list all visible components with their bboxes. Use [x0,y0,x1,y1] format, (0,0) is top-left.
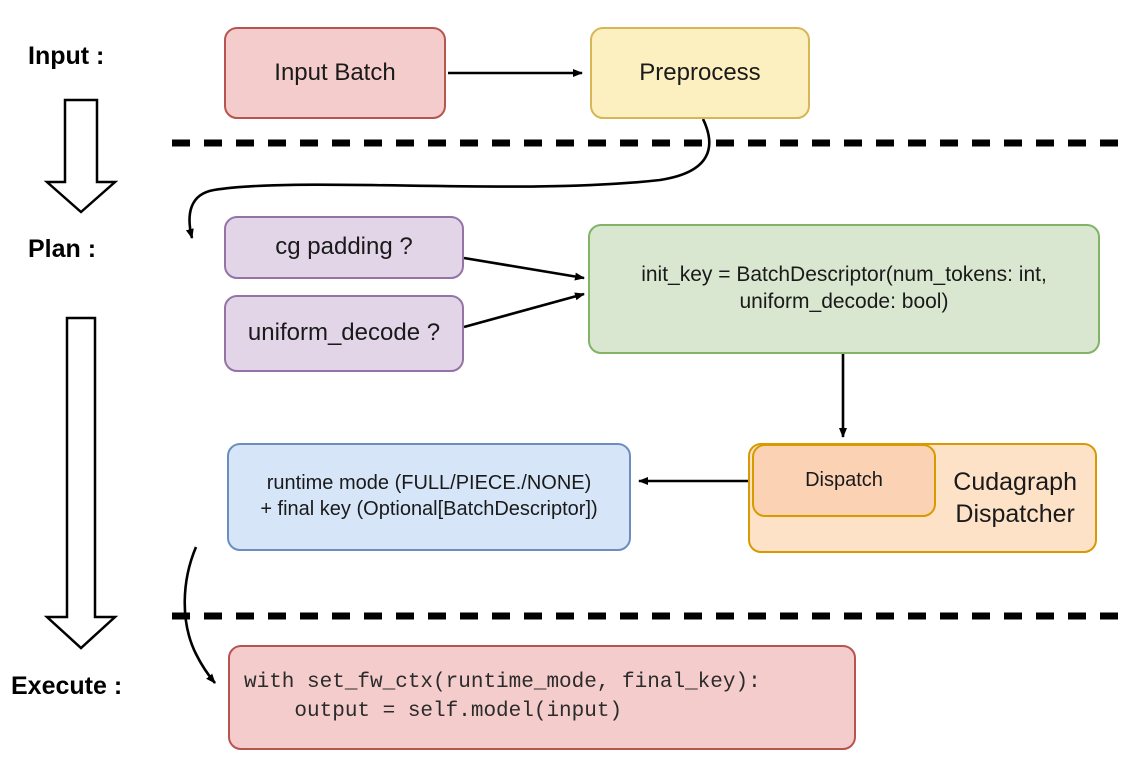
node-dispatch[interactable]: Dispatch [752,444,936,517]
arrow-runtime-mode-to-execute-code [183,546,216,684]
node-preprocess-label: Preprocess [639,58,761,86]
node-input-batch[interactable]: Input Batch [224,27,446,119]
node-init-key-label: init_key = BatchDescriptor(num_tokens: i… [641,263,1047,313]
node-cudagraph-dispatcher-label: Cudagraph Dispatcher [953,468,1077,528]
node-uniform-decode-label: uniform_decode ? [247,319,441,347]
node-cg-padding-label: cg padding ? [275,233,413,261]
input-to-plan-block-arrow [43,98,119,214]
node-input-batch-label: Input Batch [274,58,396,86]
arrow-uniform-decode-to-init-key [463,292,585,329]
arrow-cg-padding-to-init-key [463,256,585,281]
node-execute-code[interactable]: with set_fw_ctx(runtime_mode, final_key)… [228,645,856,750]
stage-label-plan: Plan : [28,235,97,263]
node-runtime-mode[interactable]: runtime mode (FULL/PIECE./NONE) + final … [227,443,631,551]
node-runtime-mode-label: runtime mode (FULL/PIECE./NONE) + final … [260,472,598,520]
node-cg-padding[interactable]: cg padding ? [224,216,464,279]
node-uniform-decode[interactable]: uniform_decode ? [224,295,464,372]
node-dispatch-label: Dispatch [805,468,883,491]
plan-to-execute-block-arrow [43,316,119,650]
node-preprocess[interactable]: Preprocess [590,27,810,119]
node-init-key[interactable]: init_key = BatchDescriptor(num_tokens: i… [588,224,1100,354]
node-execute-code-label: with set_fw_ctx(runtime_mode, final_key)… [244,671,761,723]
stage-label-execute: Execute : [11,672,123,700]
stage-label-input: Input : [28,42,105,70]
